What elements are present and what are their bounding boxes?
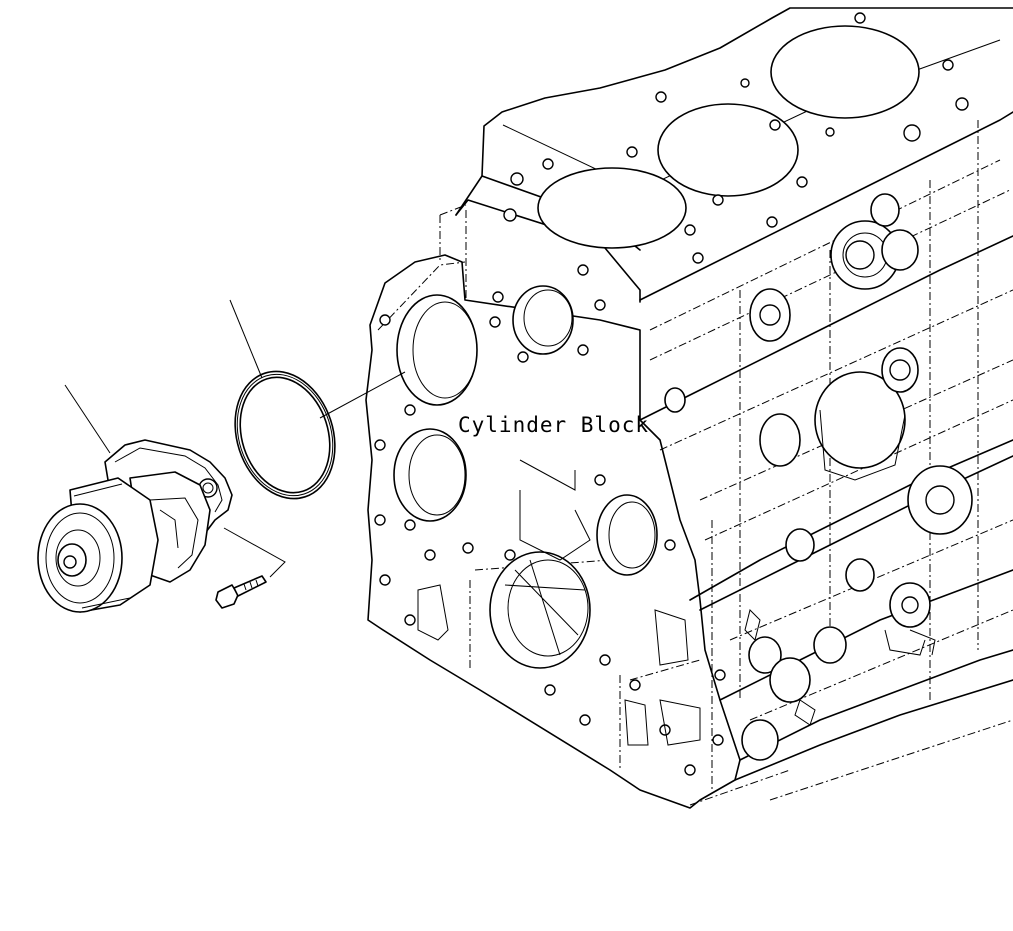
pump-leader	[64, 384, 111, 454]
o-ring-icon	[234, 370, 336, 500]
o-ring-to-block-leader	[319, 371, 406, 419]
bolt-icon	[215, 575, 267, 609]
cylinder-block-label: Cylinder Block	[458, 413, 649, 437]
water-pump-icon	[37, 439, 233, 613]
leader-lines	[64, 299, 406, 578]
cylinder-block-icon	[365, 7, 1013, 809]
o-ring-leader	[229, 299, 263, 379]
bolt-leader	[223, 527, 286, 578]
